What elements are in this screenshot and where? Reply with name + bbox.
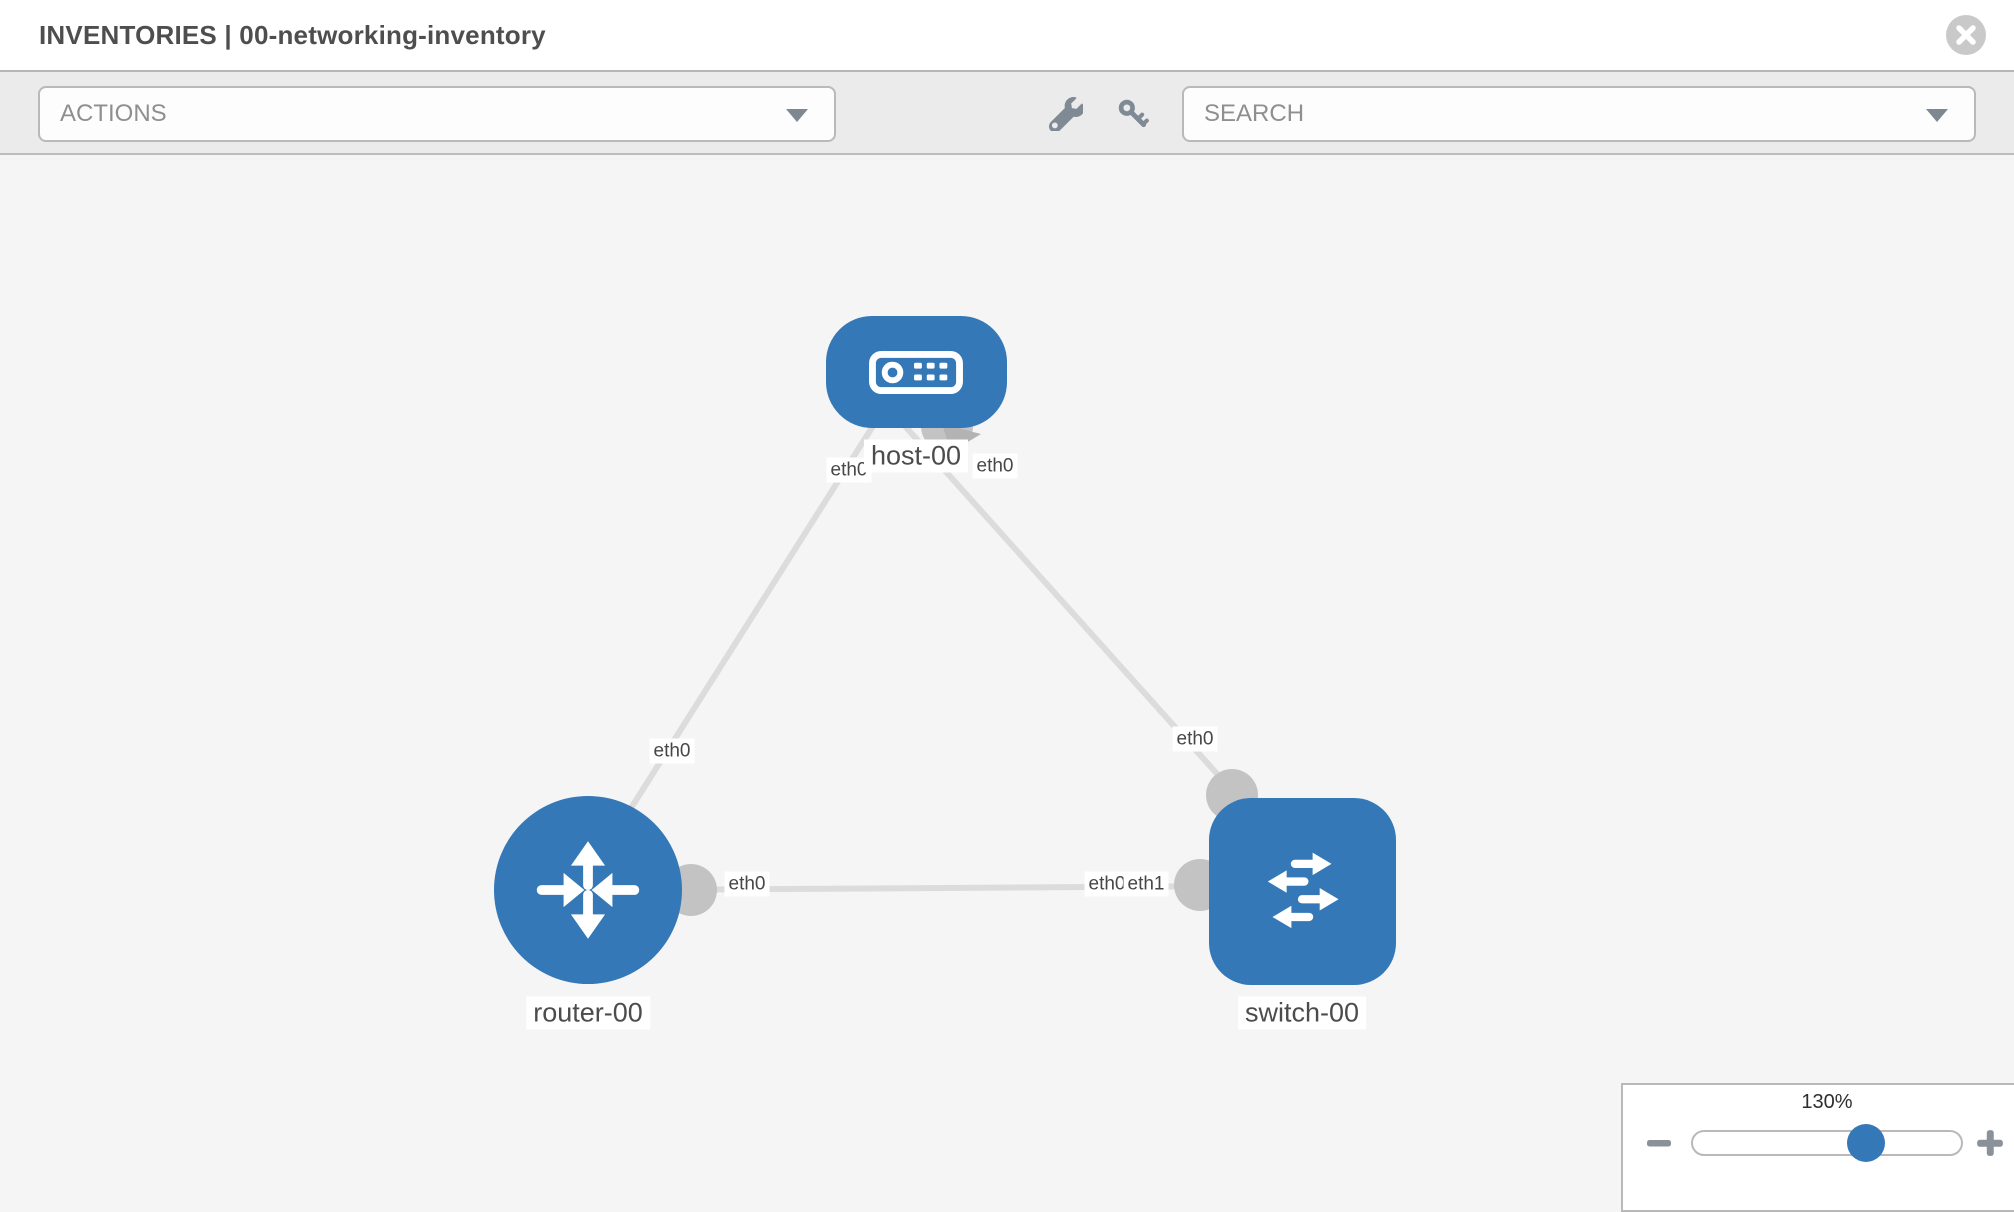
interface-label: eth1 [1123, 871, 1169, 897]
node-label-router-00: router-00 [526, 996, 650, 1030]
search-dropdown-label: SEARCH [1204, 100, 1305, 127]
actions-dropdown-label: ACTIONS [60, 100, 167, 127]
zoom-slider-thumb[interactable] [1846, 1124, 1885, 1162]
zoom-panel: 130% [1621, 1083, 2014, 1212]
configure-button[interactable] [1046, 94, 1086, 134]
node-label-switch-00: switch-00 [1237, 996, 1367, 1030]
close-icon [1956, 25, 1976, 45]
interface-label: eth0 [649, 738, 695, 764]
credentials-button[interactable] [1113, 94, 1153, 134]
switch-icon [1267, 852, 1339, 929]
key-icon [1118, 99, 1149, 128]
caret-down-icon [1926, 109, 1948, 122]
edge-host-router [611, 413, 883, 837]
minus-icon [1647, 1140, 1671, 1147]
interface-label: eth0 [1084, 871, 1130, 897]
search-dropdown[interactable]: SEARCH [1182, 86, 1976, 142]
zoom-out-button[interactable] [1643, 1129, 1675, 1157]
toolbar: ACTIONS SEARCH [0, 72, 2014, 155]
node-router-00[interactable] [494, 796, 682, 984]
interface-label: eth0 [972, 453, 1018, 479]
zoom-percent-label: 130% [1801, 1091, 1853, 1113]
router-icon [536, 841, 640, 939]
plus-icon [1977, 1130, 2003, 1156]
page-header: INVENTORIES | 00-networking-inventory [0, 0, 2014, 72]
interface-label: eth0 [724, 871, 770, 897]
node-label-host-00: host-00 [863, 439, 969, 473]
interface-label: eth0 [1172, 726, 1218, 752]
node-host-00[interactable] [825, 316, 1007, 428]
host-icon [869, 350, 963, 394]
close-button[interactable] [1946, 15, 1986, 55]
caret-down-icon [786, 109, 808, 122]
topology-edges [611, 400, 1258, 916]
zoom-slider[interactable] [1691, 1124, 1963, 1162]
node-switch-00[interactable] [1208, 797, 1396, 985]
actions-dropdown[interactable]: ACTIONS [38, 86, 836, 142]
wrench-icon [1049, 97, 1083, 131]
zoom-in-button[interactable] [1973, 1126, 2007, 1160]
page-title: INVENTORIES | 00-networking-inventory [39, 19, 546, 50]
